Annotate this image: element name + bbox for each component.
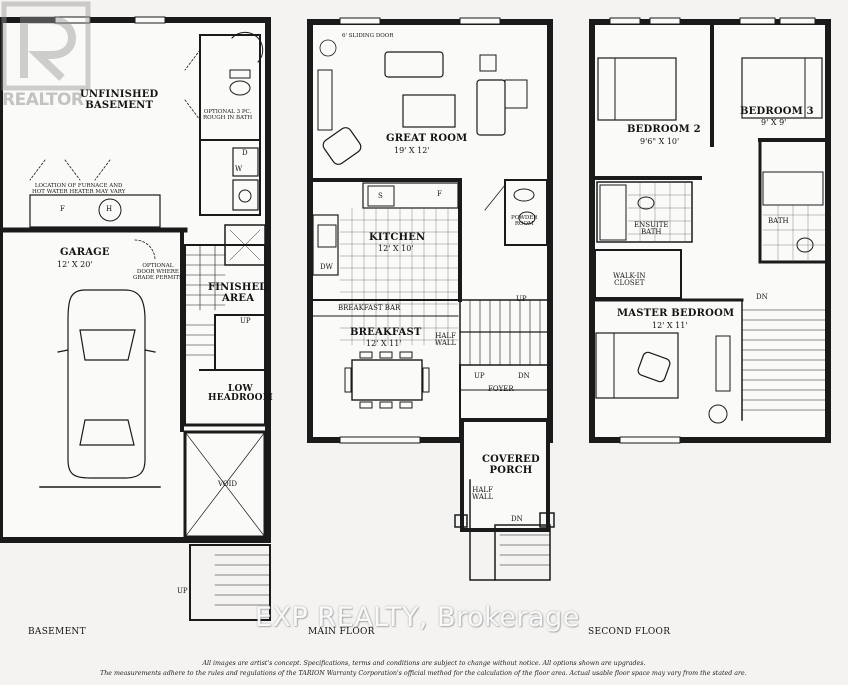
room-bedroom-2: BEDROOM 2	[627, 124, 701, 135]
room-bath: BATH	[768, 217, 789, 225]
marker-washer: W	[235, 165, 243, 173]
room-unfinished-basement: UNFINISHED BASEMENT	[80, 89, 159, 111]
room-garage-dim: 12' X 20'	[57, 260, 93, 269]
realtor-logo: REALTOR	[0, 0, 98, 118]
stair-up-main: UP	[516, 295, 527, 303]
room-bedroom-2-dim: 9'6" X 10'	[640, 137, 680, 146]
label-half-wall-porch: HALF WALL	[472, 486, 494, 502]
marker-dryer: D	[242, 149, 248, 157]
caption-basement: BASEMENT	[28, 627, 86, 637]
room-walk-in-closet: WALK-IN CLOSET	[613, 272, 646, 288]
label-half-wall-porch-text: HALF WALL	[472, 486, 494, 502]
realtor-logo-mark	[1, 1, 91, 91]
room-kitchen-dim: 12' X 10'	[378, 244, 414, 253]
room-ensuite-bath: ENSUITE BATH	[634, 221, 669, 237]
room-bedroom-3: BEDROOM 3	[740, 106, 814, 117]
disclaimer-line-2: The measurements adhere to the rules and…	[100, 670, 748, 677]
room-finished-area: FINISHED AREA	[208, 282, 269, 304]
realtor-logo-text: REALTOR	[2, 90, 84, 110]
marker-fridge: F	[437, 190, 442, 198]
note-optional-door-text: OPTIONAL DOOR WHERE GRADE PERMITS	[133, 263, 183, 281]
room-void: VOID	[218, 480, 238, 488]
room-ensuite-bath-text: ENSUITE BATH	[634, 221, 669, 237]
note-optional-door: OPTIONAL DOOR WHERE GRADE PERMITS	[133, 263, 183, 281]
room-covered-porch: COVERED PORCH	[482, 454, 540, 476]
room-low-headroom-text: LOW HEADROOM	[208, 384, 273, 404]
caption-main-floor: MAIN FLOOR	[308, 627, 375, 637]
note-furnace-text: LOCATION OF FURNACE AND HOT WATER HEATER…	[32, 183, 126, 195]
room-powder-room-text: POWDER ROOM	[511, 215, 538, 227]
room-kitchen: KITCHEN	[369, 232, 426, 243]
room-finished-area-text: FINISHED AREA	[208, 282, 269, 304]
label-half-wall-kitchen: HALF WALL	[435, 332, 457, 348]
room-garage: GARAGE	[60, 247, 110, 258]
label-half-wall-kitchen-text: HALF WALL	[435, 332, 457, 348]
brokerage-watermark: EXP REALTY, Brokerage	[255, 602, 580, 633]
room-master-bedroom: MASTER BEDROOM	[617, 308, 735, 319]
main-floor-plan	[307, 17, 555, 581]
room-powder-room: POWDER ROOM	[511, 215, 538, 228]
room-covered-porch-text: COVERED PORCH	[482, 454, 540, 476]
marker-furnace: F	[60, 205, 65, 213]
basement-plan	[0, 16, 271, 621]
marker-dishwasher: DW	[320, 263, 333, 271]
label-breakfast-bar: BREAKFAST BAR	[338, 304, 401, 312]
note-optional-bath: OPTIONAL 3 PC. ROUGH IN BATH	[203, 109, 253, 122]
room-breakfast: BREAKFAST	[350, 327, 422, 338]
stair-up-foyer: UP	[474, 372, 485, 380]
room-walk-in-closet-text: WALK-IN CLOSET	[613, 272, 646, 288]
disclaimer-line-1: All images are artist's concept. Specifi…	[202, 660, 646, 667]
room-breakfast-dim: 12' X 11'	[366, 339, 402, 348]
stair-dn-porch: DN	[511, 515, 523, 523]
room-great-room: GREAT ROOM	[386, 133, 468, 144]
second-floor-plan	[589, 17, 831, 444]
stair-dn-second: DN	[756, 293, 768, 301]
note-optional-bath-text: OPTIONAL 3 PC. ROUGH IN BATH	[203, 109, 253, 121]
room-master-bedroom-dim: 12' X 11'	[652, 321, 688, 330]
caption-second-floor: SECOND FLOOR	[588, 627, 671, 637]
stair-up-lower: UP	[177, 587, 188, 595]
note-sliding-door: 6' SLIDING DOOR	[342, 33, 394, 39]
marker-water-heater: H	[106, 205, 113, 213]
marker-stove: S	[378, 192, 383, 200]
note-furnace: LOCATION OF FURNACE AND HOT WATER HEATER…	[32, 183, 126, 196]
room-bedroom-3-dim: 9' X 9'	[761, 118, 787, 127]
room-low-headroom: LOW HEADROOM	[208, 384, 273, 404]
room-foyer: FOYER	[488, 385, 514, 393]
room-unfinished-basement-text: UNFINISHED BASEMENT	[80, 89, 159, 111]
stair-up-basement: UP	[240, 317, 251, 325]
stair-dn-foyer: DN	[518, 372, 530, 380]
room-great-room-dim: 19' X 12'	[394, 146, 430, 155]
